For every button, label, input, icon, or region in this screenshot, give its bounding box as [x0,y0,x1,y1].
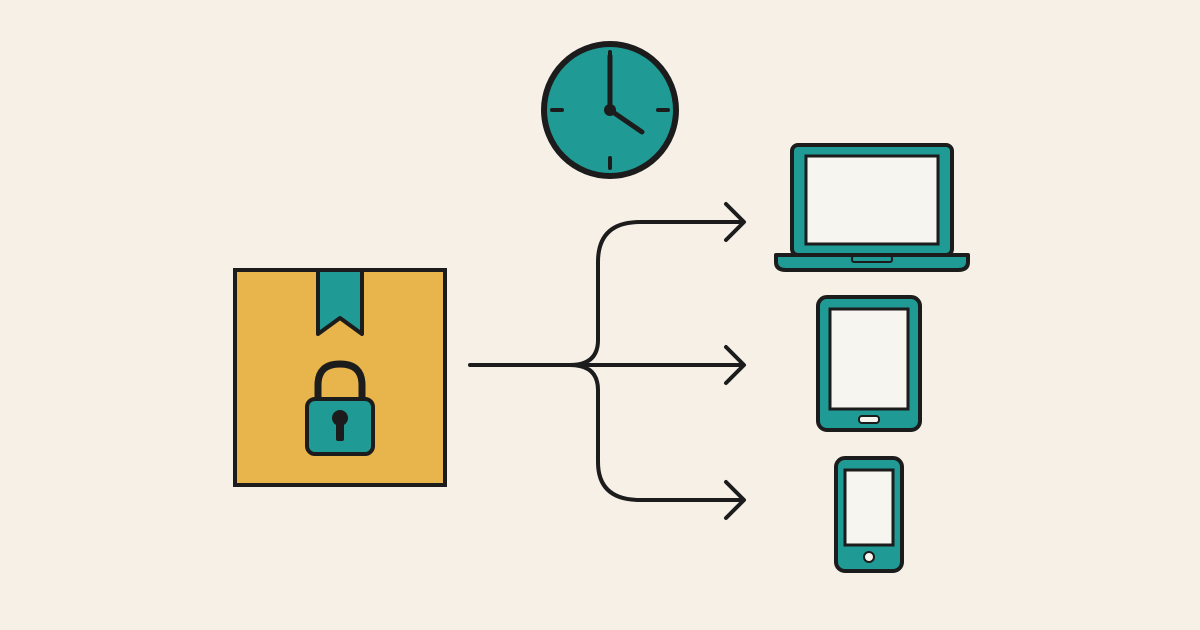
clock-icon [541,41,679,179]
smartphone-icon [834,456,904,573]
branch-arrows [468,202,746,520]
arrow-head-laptop [724,202,746,242]
arrow-to-laptop [568,220,742,367]
arrow-head-phone [724,480,746,520]
tablet-icon [816,295,922,432]
laptop-icon [774,143,970,272]
locked-package-icon [233,268,447,487]
arrow-to-phone [568,363,742,502]
arrow-head-tablet [724,345,746,385]
